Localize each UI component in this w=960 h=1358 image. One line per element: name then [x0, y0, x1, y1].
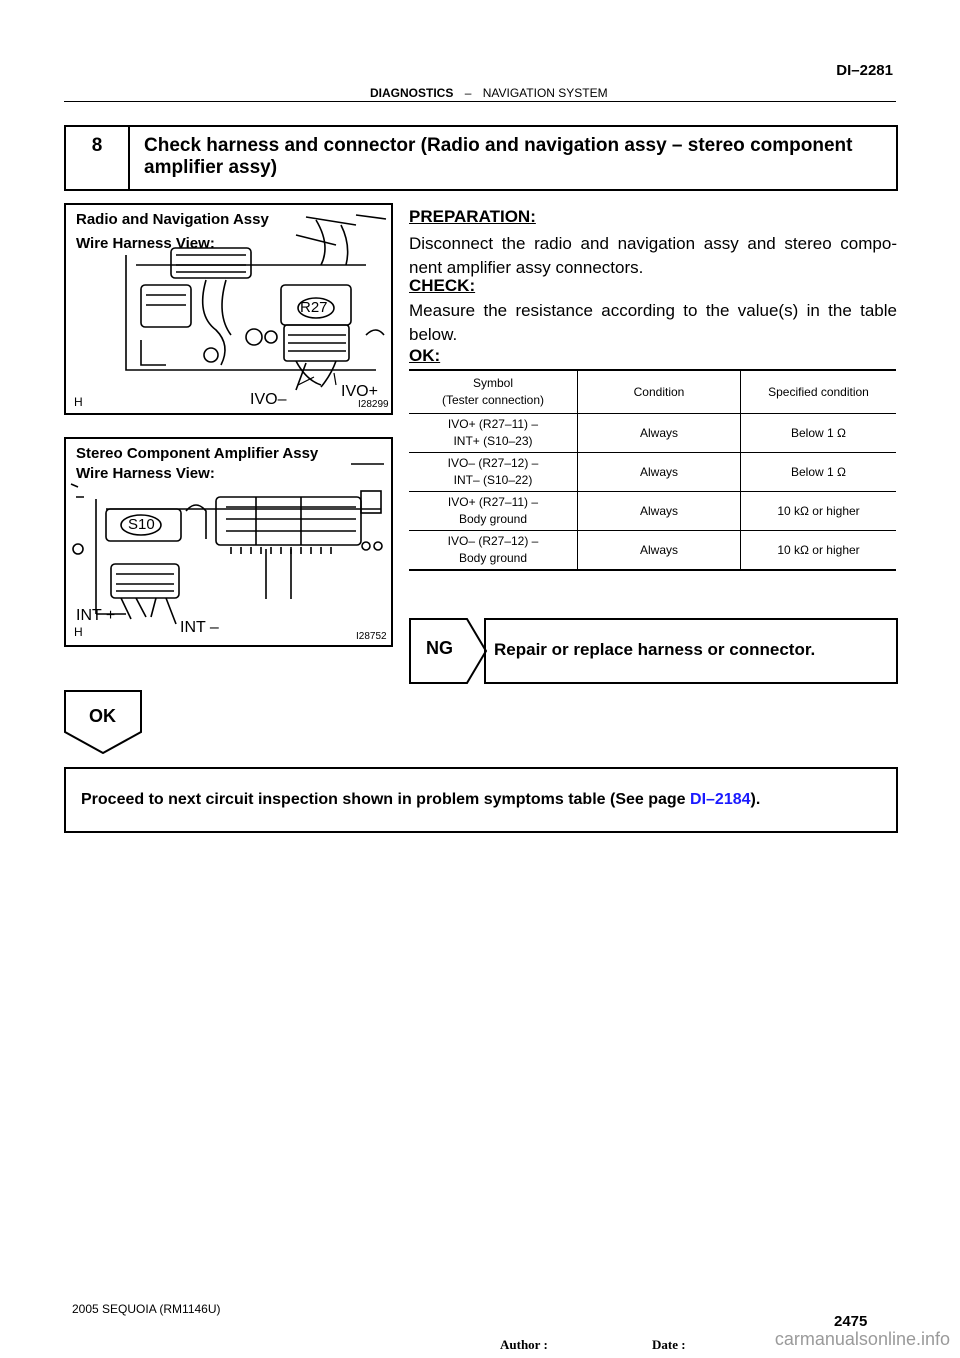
symbol-line2: INT– (S10–22): [453, 473, 533, 487]
table-header-condition: Condition: [577, 369, 741, 414]
table-row: IVO– (R27–12) – Body ground Always 10 kΩ …: [409, 530, 896, 571]
header-rule: [64, 101, 896, 102]
footer-date: Date :: [652, 1337, 686, 1352]
footer-author: Author :: [500, 1337, 548, 1352]
table-cell-spec: 10 kΩ or higher: [740, 491, 896, 531]
check-heading: CHECK:: [409, 276, 476, 295]
header-symbol-line2: (Tester connection): [441, 393, 545, 407]
figure1-title-line1: Radio and Navigation Assy: [76, 211, 269, 228]
footer-page-number: 2475: [834, 1313, 868, 1330]
symbol-line2: Body ground: [458, 512, 528, 526]
symbol-line2: INT+ (S10–23): [453, 434, 533, 448]
amplifier-harness-figure: Stereo Component Amplifier Assy Wire Har…: [64, 437, 393, 647]
proceed-box: Proceed to next circuit inspection shown…: [64, 767, 898, 833]
int-plus-label: INT +: [76, 607, 116, 624]
check-text: Measure the resistance according to the …: [409, 301, 897, 344]
table-cell-condition: Always: [577, 491, 741, 531]
symbol-line1: IVO– (R27–12) –: [447, 534, 539, 548]
table-header-symbol: Symbol (Tester connection): [409, 369, 578, 414]
ivo-plus-label: IVO+: [341, 383, 378, 400]
table-cell-condition: Always: [577, 413, 741, 453]
radio-harness-figure: Radio and Navigation Assy Wire Harness V…: [64, 203, 393, 415]
figure1-code: I28299: [358, 399, 389, 410]
page-link[interactable]: DI–2184: [690, 791, 751, 808]
figure2-code: I28752: [356, 631, 387, 642]
figure1-title-line2: Wire Harness View:: [76, 235, 215, 252]
proceed-text-end: ).: [750, 791, 761, 808]
preparation-heading: PREPARATION:: [409, 207, 536, 226]
table-row: IVO+ (R27–11) – INT+ (S10–23) Always Belo…: [409, 413, 896, 453]
section-title: DIAGNOSTICS: [370, 86, 454, 100]
table-cell-symbol: IVO+ (R27–11) – Body ground: [409, 491, 578, 531]
resistance-spec-table: Symbol (Tester connection) Condition Spe…: [409, 369, 896, 571]
table-cell-spec: Below 1 Ω: [740, 452, 896, 492]
connector-r27-label: R27: [300, 299, 328, 316]
table-cell-symbol: IVO– (R27–12) – INT– (S10–22): [409, 452, 578, 492]
ok-heading: OK:: [409, 346, 441, 365]
section-header: DIAGNOSTICS – NAVIGATION SYSTEM: [370, 86, 608, 100]
symbol-line1: IVO+ (R27–11) –: [447, 495, 539, 509]
table-cell-condition: Always: [577, 452, 741, 492]
proceed-text: Proceed to next circuit inspection shown…: [81, 791, 760, 809]
section-separator: –: [464, 86, 472, 100]
symbol-line1: IVO– (R27–12) –: [447, 456, 539, 470]
table-row: IVO– (R27–12) – INT– (S10–22) Always Belo…: [409, 452, 896, 492]
table-cell-condition: Always: [577, 530, 741, 571]
figure2-corner-mark: H: [74, 625, 83, 639]
symbol-line2: Body ground: [458, 551, 528, 565]
table-cell-spec: 10 kΩ or higher: [740, 530, 896, 571]
table-header-spec: Specified condition: [740, 369, 896, 414]
page-code: DI–2281: [836, 62, 893, 79]
step-box: 8 Check harness and connector (Radio and…: [64, 125, 898, 191]
table-row: IVO+ (R27–11) – Body ground Always 10 kΩ …: [409, 491, 896, 531]
step-number: 8: [66, 127, 130, 189]
connector-s10-label: S10: [128, 516, 155, 533]
table-cell-symbol: IVO+ (R27–11) – INT+ (S10–23): [409, 413, 578, 453]
ng-label: NG: [426, 638, 453, 658]
figure2-title-line2: Wire Harness View:: [76, 465, 215, 482]
ng-action-box: Repair or replace harness or connector.: [484, 618, 898, 684]
ok-label: OK: [89, 706, 116, 726]
step-title: Check harness and connector (Radio and n…: [144, 135, 853, 178]
amplifier-connector-illustration: [70, 463, 384, 625]
ng-action-text: Repair or replace harness or connector.: [494, 640, 816, 659]
proceed-text-main: Proceed to next circuit inspection shown…: [81, 791, 691, 808]
ivo-minus-label: IVO–: [250, 391, 287, 408]
footer-model: 2005 SEQUOIA (RM1146U): [72, 1302, 221, 1316]
watermark: carmanualsonline.info: [774, 1329, 950, 1349]
radio-connector-illustration: [125, 214, 387, 391]
table-header-row: Symbol (Tester connection) Condition Spe…: [409, 369, 896, 414]
figure2-title-line1: Stereo Component Amplifier Assy: [76, 445, 319, 462]
ng-arrow-tag: [409, 618, 488, 684]
ok-arrow-tag: [64, 690, 142, 754]
subsection-title: NAVIGATION SYSTEM: [482, 86, 608, 100]
preparation-text: Disconnect the radio and navigation assy…: [409, 234, 897, 277]
figure1-corner-mark: H: [74, 395, 83, 409]
header-symbol-line1: Symbol: [472, 376, 513, 390]
symbol-line1: IVO+ (R27–11) –: [447, 417, 539, 431]
int-minus-label: INT –: [180, 619, 219, 636]
table-cell-symbol: IVO– (R27–12) – Body ground: [409, 530, 578, 571]
table-cell-spec: Below 1 Ω: [740, 413, 896, 453]
